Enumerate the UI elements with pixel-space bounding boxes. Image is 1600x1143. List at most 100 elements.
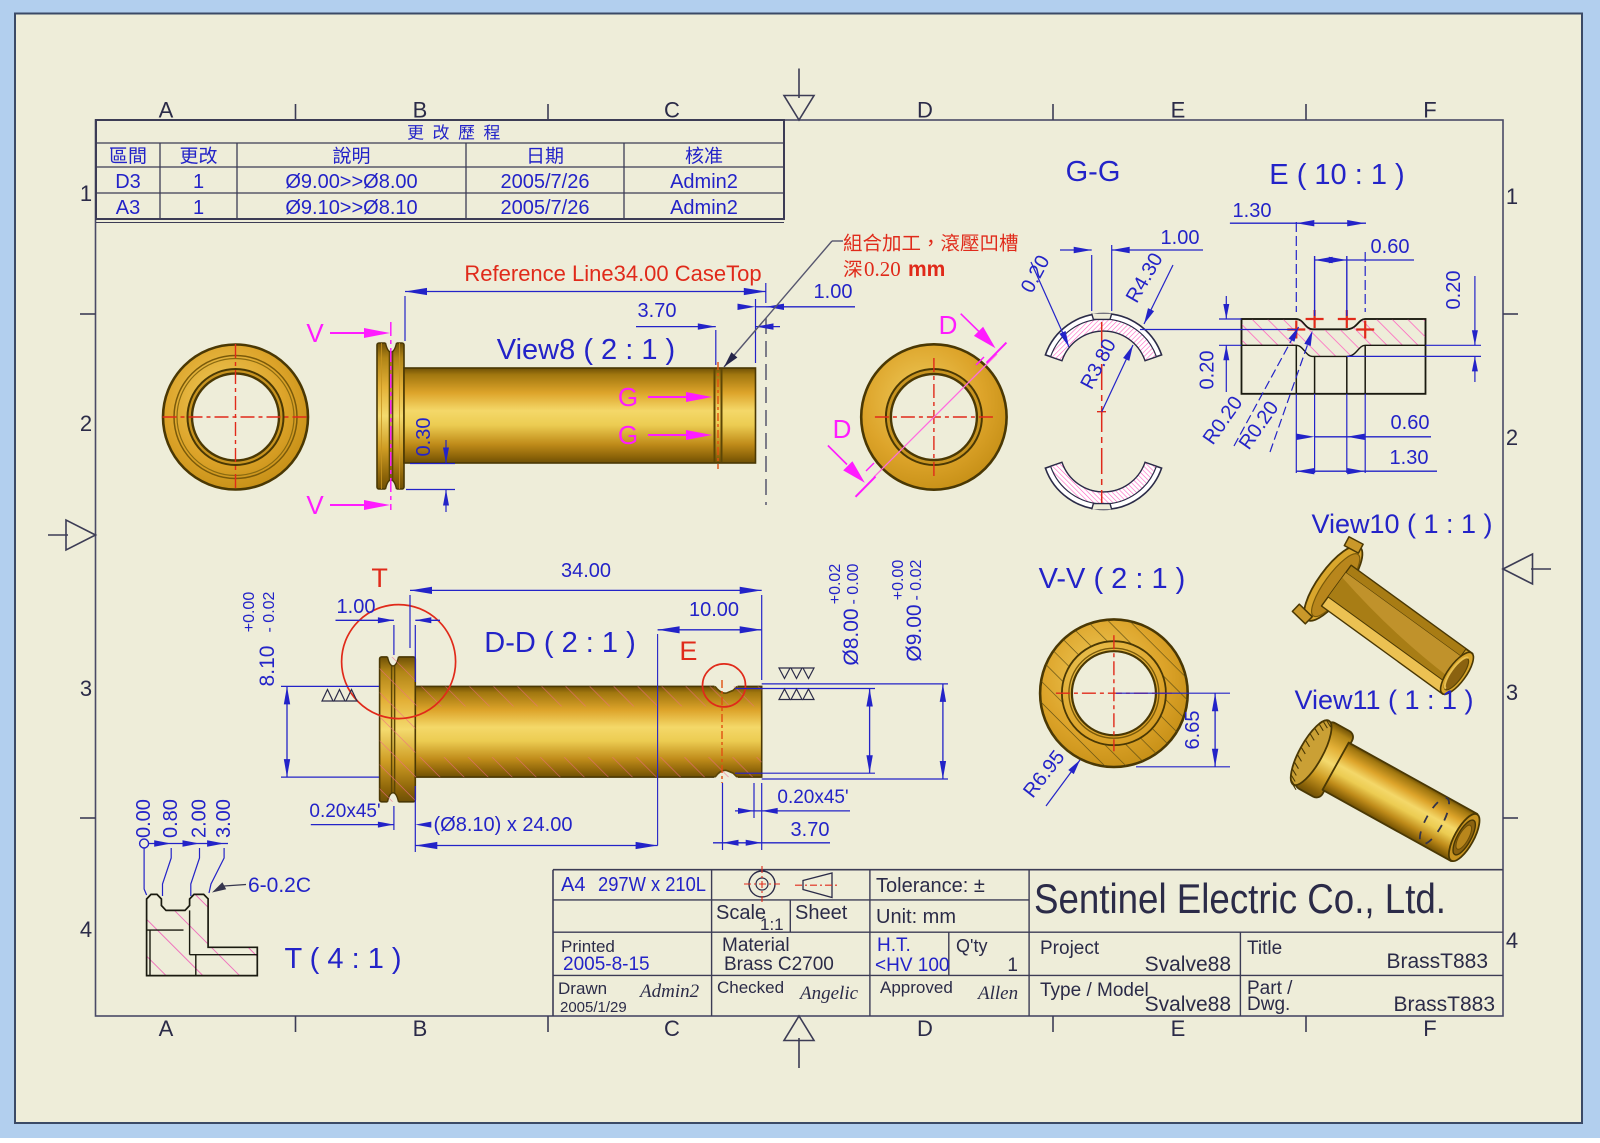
svg-text:Material: Material: [722, 935, 790, 956]
svg-text:0.30: 0.30: [413, 418, 435, 457]
svg-text:1: 1: [1007, 955, 1018, 976]
svg-text:1: 1: [80, 181, 92, 206]
svg-text:Sheet: Sheet: [795, 902, 848, 924]
svg-text:1.00: 1.00: [814, 281, 853, 303]
svg-text:Title: Title: [1247, 938, 1282, 959]
svg-text:Project: Project: [1040, 938, 1100, 959]
svg-text:0.20: 0.20: [1443, 271, 1465, 310]
svg-text:D: D: [939, 310, 958, 340]
svg-text:E: E: [1171, 1016, 1186, 1041]
svg-text:1.30: 1.30: [1233, 200, 1272, 222]
svg-text:Admin2: Admin2: [670, 197, 738, 219]
svg-text:Printed: Printed: [561, 937, 615, 956]
svg-text:G-G: G-G: [1066, 156, 1121, 188]
svg-text:2005/1/29: 2005/1/29: [560, 999, 627, 1016]
svg-text:A3: A3: [116, 197, 140, 219]
svg-text:Q'ty: Q'ty: [956, 936, 987, 956]
svg-text:Drawn: Drawn: [558, 979, 607, 998]
svg-text:0.00: 0.00: [133, 799, 155, 838]
svg-text:BrassT883: BrassT883: [1393, 993, 1495, 1016]
svg-text:Reference Line34.00 CaseTop: Reference Line34.00 CaseTop: [464, 261, 761, 286]
svg-text:Svalve88: Svalve88: [1145, 953, 1231, 976]
svg-text:1: 1: [193, 197, 204, 219]
svg-text:Allen: Allen: [976, 983, 1018, 1004]
svg-text:V-V ( 2 : 1 ): V-V ( 2 : 1 ): [1039, 563, 1186, 595]
svg-text:1.00: 1.00: [1161, 227, 1200, 249]
svg-text:V: V: [306, 490, 324, 520]
svg-text:1:1: 1:1: [760, 915, 784, 934]
svg-text:mm: mm: [908, 258, 945, 281]
svg-text:2005-8-15: 2005-8-15: [563, 954, 650, 975]
svg-text:T: T: [371, 563, 388, 593]
svg-text:Angelic: Angelic: [798, 983, 859, 1004]
svg-text:T ( 4 : 1 ): T ( 4 : 1 ): [284, 943, 401, 975]
svg-text:0.60: 0.60: [1391, 412, 1430, 434]
svg-text:2: 2: [80, 411, 92, 436]
svg-text:Ø9.00>>Ø8.00: Ø9.00>>Ø8.00: [285, 171, 417, 193]
svg-text:E ( 10 : 1 ): E ( 10 : 1 ): [1269, 159, 1404, 191]
svg-text:(Ø8.10) x 24.00: (Ø8.10) x 24.00: [434, 814, 573, 836]
svg-text:- 0.02: - 0.02: [908, 559, 925, 600]
svg-text:Admin2: Admin2: [670, 171, 738, 193]
svg-text:B: B: [413, 1016, 428, 1041]
svg-text:Admin2: Admin2: [638, 981, 700, 1002]
svg-text:6.65: 6.65: [1182, 711, 1204, 750]
svg-text:F: F: [1423, 1016, 1436, 1041]
svg-text:G: G: [618, 382, 638, 412]
svg-text:Brass C2700: Brass C2700: [724, 954, 834, 975]
svg-text:A: A: [159, 1016, 174, 1041]
svg-text:<HV 100: <HV 100: [875, 955, 949, 976]
svg-text:3: 3: [1506, 680, 1518, 705]
svg-text:V: V: [306, 318, 324, 348]
svg-text:View8 ( 2 : 1 ): View8 ( 2 : 1 ): [497, 334, 675, 366]
svg-text:0.80: 0.80: [160, 799, 182, 838]
svg-text:0.20x45': 0.20x45': [309, 801, 380, 822]
svg-text:E: E: [679, 636, 697, 666]
svg-text:0.20: 0.20: [1197, 351, 1219, 390]
svg-text:Approved: Approved: [880, 978, 953, 997]
svg-text:- 0.02: - 0.02: [261, 591, 278, 632]
svg-text:2.00: 2.00: [189, 799, 211, 838]
svg-text:1: 1: [1506, 184, 1518, 209]
svg-text:1.00: 1.00: [337, 596, 376, 618]
svg-text:Part /: Part /: [1247, 978, 1293, 999]
svg-text:3.70: 3.70: [791, 819, 830, 841]
svg-text:Ø8.00: Ø8.00: [840, 608, 863, 665]
svg-text:BrassT883: BrassT883: [1386, 950, 1488, 973]
svg-text:+0.02: +0.02: [827, 564, 844, 605]
svg-text:0.60: 0.60: [1371, 236, 1410, 258]
svg-text:B: B: [413, 98, 428, 123]
svg-text:0.20: 0.20: [864, 257, 901, 281]
svg-text:3.70: 3.70: [638, 300, 677, 322]
svg-text:Unit: mm: Unit: mm: [876, 906, 956, 928]
svg-text:D: D: [833, 414, 852, 444]
svg-text:D: D: [917, 98, 933, 123]
svg-text:4: 4: [80, 917, 92, 942]
svg-text:D3: D3: [115, 171, 141, 193]
svg-text:D: D: [917, 1016, 933, 1041]
svg-text:Type / Model: Type / Model: [1040, 980, 1149, 1001]
svg-text:Dwg.: Dwg.: [1247, 994, 1290, 1015]
svg-text:4: 4: [1506, 928, 1518, 953]
svg-text:G: G: [618, 420, 638, 450]
svg-text:A4: A4: [561, 874, 585, 896]
svg-text:Ø9.10>>Ø8.10: Ø9.10>>Ø8.10: [285, 197, 417, 219]
svg-text:E: E: [1171, 98, 1186, 123]
svg-text:+0.00: +0.00: [890, 560, 907, 601]
svg-text:2005/7/26: 2005/7/26: [501, 171, 590, 193]
svg-text:D-D ( 2 : 1 ): D-D ( 2 : 1 ): [484, 627, 635, 659]
svg-text:2005/7/26: 2005/7/26: [501, 197, 590, 219]
svg-text:8.10: 8.10: [256, 646, 279, 687]
svg-text:F: F: [1423, 98, 1436, 123]
svg-text:3.00: 3.00: [213, 799, 235, 838]
svg-text:View10 ( 1 : 1 ): View10 ( 1 : 1 ): [1311, 509, 1492, 539]
svg-text:Sentinel Electric Co., Ltd.: Sentinel Electric Co., Ltd.: [1034, 875, 1446, 922]
svg-text:6-0.2C: 6-0.2C: [248, 874, 311, 897]
svg-text:H.T.: H.T.: [877, 935, 911, 956]
svg-text:A: A: [159, 98, 174, 123]
svg-text:Svalve88: Svalve88: [1145, 993, 1231, 1016]
svg-text:- 0.00: - 0.00: [845, 563, 862, 604]
svg-text:1.30: 1.30: [1390, 447, 1429, 469]
svg-text:C: C: [664, 98, 680, 123]
svg-text:C: C: [664, 1016, 680, 1041]
